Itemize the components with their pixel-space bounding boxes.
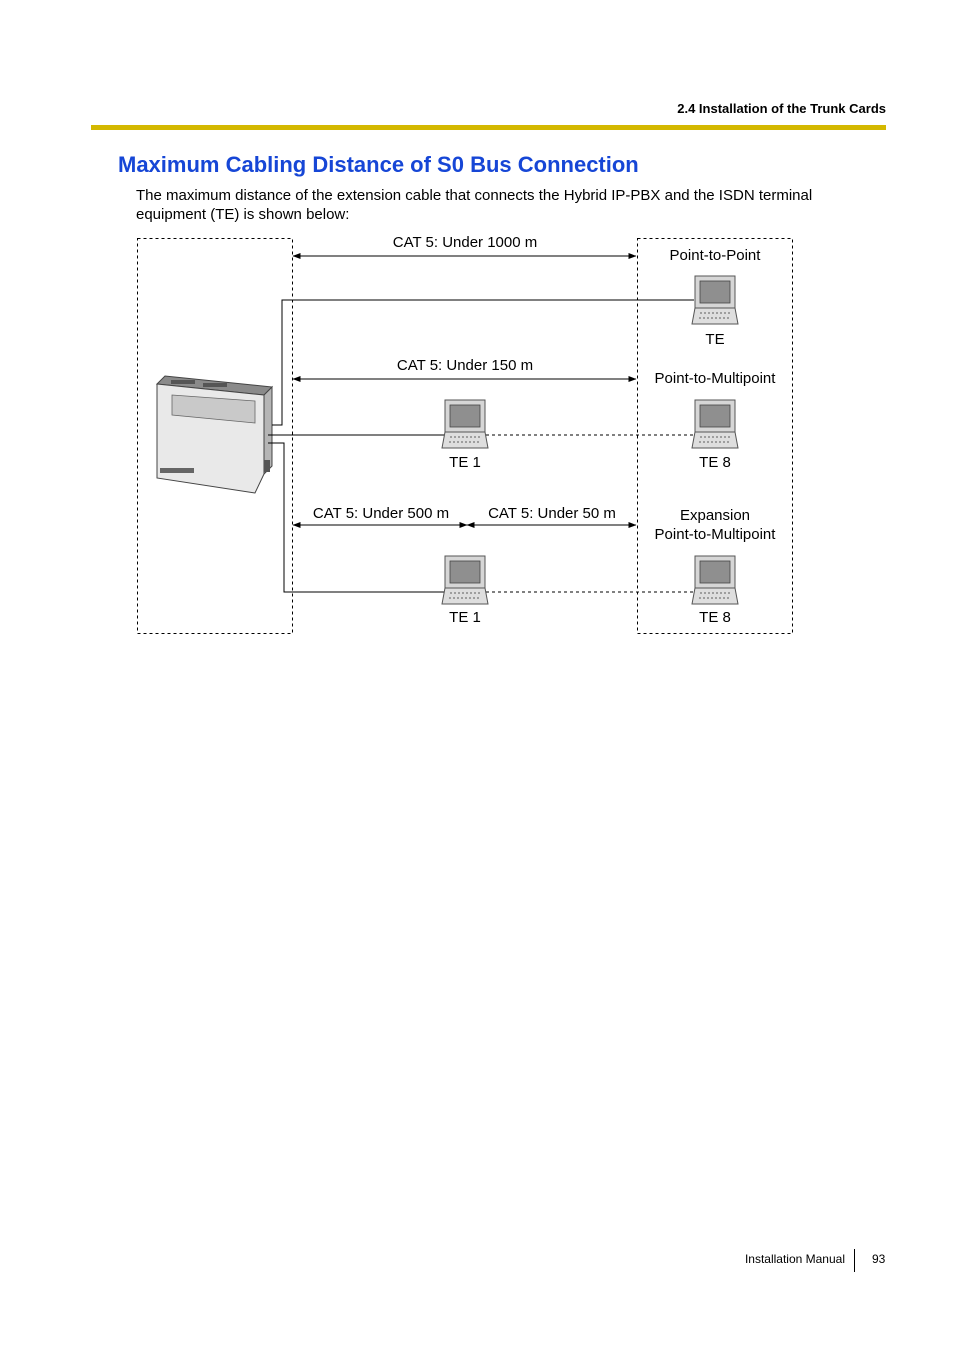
exp-te8-label: TE 8 bbox=[699, 609, 731, 626]
cabling-diagram: CAT 5: Under 1000 m Point-to-Point TE CA… bbox=[137, 234, 793, 634]
page-heading: Maximum Cabling Distance of S0 Bus Conne… bbox=[118, 152, 639, 177]
exp-mode-label-2: Point-to-Multipoint bbox=[655, 526, 777, 543]
ptp-cable-label: CAT 5: Under 1000 m bbox=[393, 234, 538, 251]
ptp-mode-label: Point-to-Point bbox=[670, 247, 762, 264]
ptmp-te1-computer-icon bbox=[441, 399, 489, 449]
exp-cable-label-a: CAT 5: Under 500 m bbox=[313, 505, 449, 522]
exp-cable-label-b: CAT 5: Under 50 m bbox=[488, 505, 616, 522]
exp-mode-label-1: Expansion bbox=[680, 507, 750, 524]
ptmp-te8-label: TE 8 bbox=[699, 454, 731, 471]
ptp-te-label: TE bbox=[705, 331, 724, 348]
ptmp-te1-label: TE 1 bbox=[449, 454, 481, 471]
ptp-cable-line bbox=[272, 299, 694, 426]
footer-manual-label: Installation Manual bbox=[744, 1252, 845, 1266]
pbx-unit-icon bbox=[155, 375, 274, 494]
terminal-zone-box bbox=[637, 238, 793, 634]
exp-te1-computer-icon bbox=[441, 555, 489, 605]
intro-paragraph: The maximum distance of the extension ca… bbox=[136, 187, 813, 223]
exp-te8-computer-icon bbox=[691, 555, 739, 605]
ptmp-mode-label: Point-to-Multipoint bbox=[655, 370, 777, 387]
exp-cable-line bbox=[268, 442, 444, 593]
footer-separator bbox=[854, 1249, 855, 1272]
ptmp-te8-computer-icon bbox=[691, 399, 739, 449]
exp-te1-label: TE 1 bbox=[449, 609, 481, 626]
header-rule bbox=[91, 125, 886, 130]
pbx-zone-box bbox=[137, 238, 293, 634]
ptp-te-computer-icon bbox=[691, 275, 739, 325]
section-header: 2.4 Installation of the Trunk Cards bbox=[677, 101, 886, 116]
ptmp-cable-label: CAT 5: Under 150 m bbox=[397, 357, 533, 374]
page-number: 93 bbox=[872, 1252, 886, 1266]
